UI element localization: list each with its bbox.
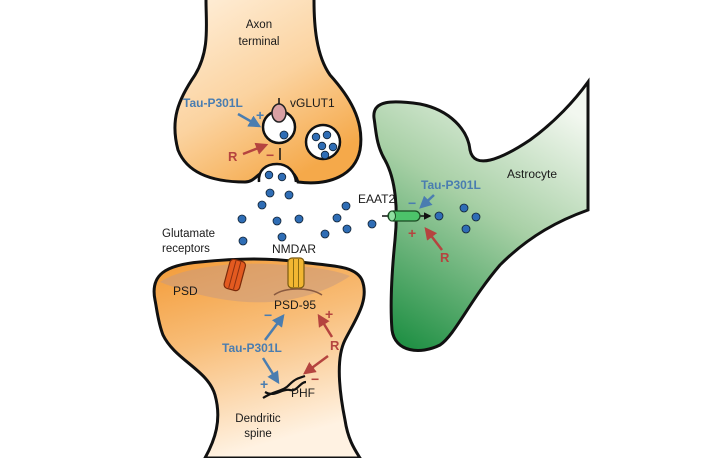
tau-phf-arrow: [261, 357, 280, 385]
tau-astro-sign: −: [408, 195, 416, 211]
psd-label: PSD: [173, 284, 198, 298]
r-astro-sign: +: [408, 225, 416, 241]
astrocyte-body: [372, 77, 590, 352]
glutamate-dot: [434, 211, 444, 221]
astrocyte-glutamate: [434, 203, 481, 234]
cleft-glutamate: [237, 188, 377, 246]
glutamate-dot: [257, 200, 267, 210]
tau-astro-label: Tau-P301L: [421, 178, 481, 192]
nmdar-receptor: [287, 257, 305, 289]
glutamate-receptors-label-line2: receptors: [162, 243, 210, 255]
tau-axon-sign: +: [256, 107, 264, 123]
spine-label-line1: Dendritic: [235, 413, 281, 425]
glutamate-dot: [332, 213, 342, 223]
glutamate-dot: [320, 229, 330, 239]
glutamate-dot: [238, 236, 248, 246]
glutamate-dot: [320, 150, 330, 160]
glutamate-dot: [277, 232, 287, 242]
psd95-scaffold: [273, 288, 323, 296]
r-axon-label: R: [228, 149, 238, 164]
r-psd95-arrow: [317, 313, 334, 338]
tau-psd95-sign: −: [264, 307, 272, 323]
glutamate-dot: [279, 130, 289, 140]
axon-label-line2: terminal: [239, 36, 280, 48]
r-axon-arrow: [242, 142, 269, 156]
psd95-label: PSD-95: [274, 298, 316, 312]
glutamate-dot: [311, 132, 321, 142]
r-phf-arrow: [302, 354, 329, 375]
glutamate-dot: [277, 172, 287, 182]
glutamate-dot: [237, 214, 247, 224]
glutamate-receptors-label-line1: Glutamate: [162, 228, 215, 240]
tau-phf-sign: +: [260, 376, 268, 392]
axon-terminal: Axon terminal vGLUT1 Tau-P301L + R −: [173, 0, 363, 185]
astrocyte-label: Astrocyte: [507, 167, 557, 181]
tau-axon-arrow: [237, 112, 262, 128]
glutamate-dot: [341, 201, 351, 211]
glutamate-dot: [471, 212, 481, 222]
r-spine-label: R: [330, 338, 340, 353]
vglut1-label: vGLUT1: [290, 96, 335, 110]
r-phf-sign: −: [311, 371, 319, 387]
glutamate-dot: [342, 224, 352, 234]
glutamate-receptor: [223, 258, 247, 292]
tau-astro-arrow: [419, 194, 435, 209]
r-psd95-sign: +: [325, 306, 333, 322]
nmdar-label: NMDAR: [272, 242, 316, 256]
vglut1-transporter: [271, 103, 287, 123]
r-astro-arrow: [424, 227, 443, 251]
astrocyte: Astrocyte: [372, 77, 590, 352]
glutamate-dot: [272, 216, 282, 226]
glutamate-dot: [459, 203, 469, 213]
dendritic-spine: PSD PSD-95 Tau-P301L − + R + −: [152, 257, 366, 458]
glutamate-dot: [322, 130, 332, 140]
eaat2-label: EAAT2: [358, 192, 395, 206]
tau-axon-label: Tau-P301L: [183, 96, 243, 110]
r-astro-label: R: [440, 250, 450, 265]
tau-spine-label: Tau-P301L: [222, 341, 282, 355]
tau-psd95-arrow: [264, 314, 285, 341]
glutamate-dot: [367, 219, 377, 229]
glutamate-dot: [264, 170, 274, 180]
dendritic-spine-body: [152, 257, 366, 458]
glutamate-dot: [461, 224, 471, 234]
eaat2-transporter: [382, 210, 432, 222]
phf-label: PHF: [291, 386, 315, 400]
glutamate-dot: [317, 141, 327, 151]
glutamate-dot: [294, 214, 304, 224]
glutamate-dot: [284, 190, 294, 200]
r-axon-sign: −: [266, 147, 274, 163]
glutamate-dot: [265, 188, 275, 198]
spine-label-line2: spine: [244, 428, 272, 440]
phf-filament-icon: [262, 374, 307, 399]
axon-label-line1: Axon: [246, 19, 272, 31]
glutamate-dot: [328, 142, 338, 152]
